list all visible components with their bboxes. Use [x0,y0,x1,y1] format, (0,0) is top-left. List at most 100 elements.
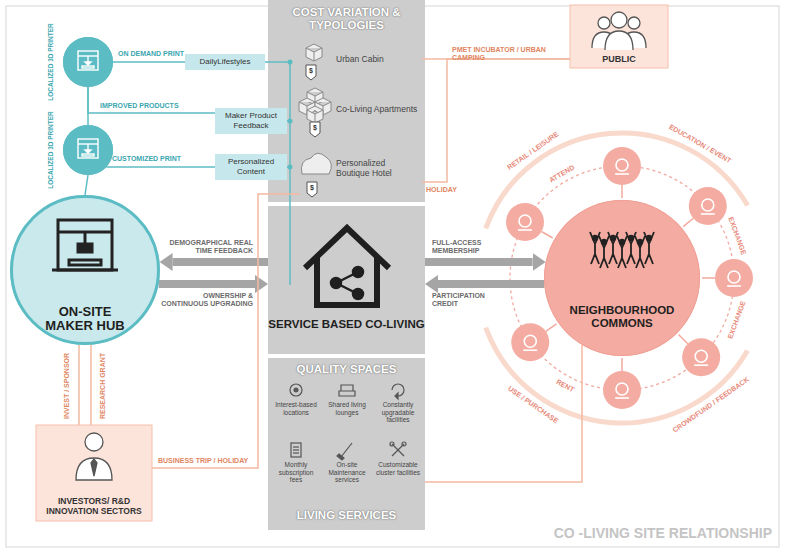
commons-ring [689,187,727,225]
commons-ring [603,147,641,185]
teal-bus [289,62,291,285]
commons-ring [621,185,623,198]
node-text: Customizable cluster facilities [374,461,422,476]
share-icon [353,289,363,299]
connector [88,87,215,113]
house-icon [317,258,377,305]
typology-item: Urban Cabin [300,40,422,78]
crowd-icon [644,232,654,264]
investor-icon [91,459,97,476]
node-text: PUBLIC [570,54,668,64]
teal-bus [265,61,290,63]
investor-icon [85,433,103,451]
edge-label: BUSINESS TRIP / HOLIDAY [158,457,254,465]
connector [90,345,92,425]
services-panel: QUALITY SPACESLIVING SERVICESInterest-ba… [268,358,425,530]
printer-icon [82,66,94,68]
printer-icon [87,56,88,62]
commons-ring [524,335,536,347]
service-icon [293,446,299,447]
crowd-icon [599,236,609,268]
commons-ring [511,323,549,361]
annotation: RENT [545,372,585,400]
node-text: LOCALIZED 3D PRINTER [47,17,55,107]
circle-outline [63,125,113,175]
service-icon [293,449,299,450]
node-text: Constantly upgradable facilities [374,401,422,424]
commons-ring [728,271,740,283]
connector [85,175,88,195]
house-icon [305,228,389,305]
stakeholder-box: PUBLIC [570,5,668,68]
service-icon [293,452,299,453]
people-icon [628,17,640,29]
node-text: Shared living lounges [323,401,371,416]
commons-ring [679,335,688,344]
typology-icon [299,44,331,174]
node-text: Co-Living Apartments [336,104,420,114]
node-text: Personalized Content [218,157,284,177]
service-icon [395,393,398,399]
circle-fill [63,125,113,175]
circle-outline [12,197,159,344]
circle-outline [64,38,113,87]
commons-ring [615,173,629,175]
printer-icon [82,154,94,156]
commons-ring [603,371,641,409]
typology-item: Personalized Boutique Hotel [300,148,422,200]
commons-ring [506,203,544,241]
price-tag [307,182,317,197]
content-box: Personalized Content [215,154,287,180]
teal-dot [288,165,293,170]
content-box: DailyLifestyles [185,54,265,70]
stakeholder-box: INVESTORS/ R&D INNOVATION SECTORS [36,425,152,521]
node-text: LIVING SERVICES [268,509,425,522]
node-text: LOCALIZED 3D PRINTER [47,105,55,195]
circle-outline [544,200,700,356]
node-text: Monthly subscription fees [272,461,320,484]
investor-icon [76,458,112,480]
price-tag [310,122,320,137]
co-living-core: SERVICE BASED CO-LIVING [268,206,425,354]
connector [159,280,255,288]
commons-ring [519,215,531,227]
edge-label: RESEARCH GRANT [99,346,107,426]
service-icon [392,384,404,399]
node-text: SERVICE BASED CO-LIVING [268,318,425,331]
connector [173,258,268,266]
maker-printer-icon [52,220,118,270]
circle-fill [10,37,700,356]
share-icon [353,267,363,277]
service-item: Monthly subscription fees [272,442,320,498]
commons-ring [541,232,552,239]
commons-ring [546,324,557,331]
commons-circle: NEIGHBOURHOOD COMMONS [544,200,700,356]
grey-panel [268,0,425,530]
node-text: Maker Product Feedback [218,111,284,131]
commons-ring [518,229,532,231]
commons-ring [683,218,693,226]
service-icon [290,384,302,396]
commons-ring [695,350,707,362]
price-tag [306,65,320,197]
service-icon [291,443,301,457]
service-icon [390,442,394,446]
crowd-icon [590,232,654,268]
circle-fill [10,195,160,345]
connector [425,258,533,266]
service-icon [290,384,302,396]
commons-ring [523,349,537,351]
commons-ring [621,358,623,371]
commons-ring [616,159,628,171]
commons-ring [701,213,715,215]
people-icon [611,12,627,28]
connector [422,59,570,182]
typology-icon [306,44,322,61]
connector [152,194,300,468]
node-text: INVESTORS/ R&D INNOVATION SECTORS [39,496,149,516]
people-icon [592,12,646,50]
service-icon [337,454,344,460]
circle-outline [63,37,113,87]
annotation: EXCHANGE [722,290,752,350]
